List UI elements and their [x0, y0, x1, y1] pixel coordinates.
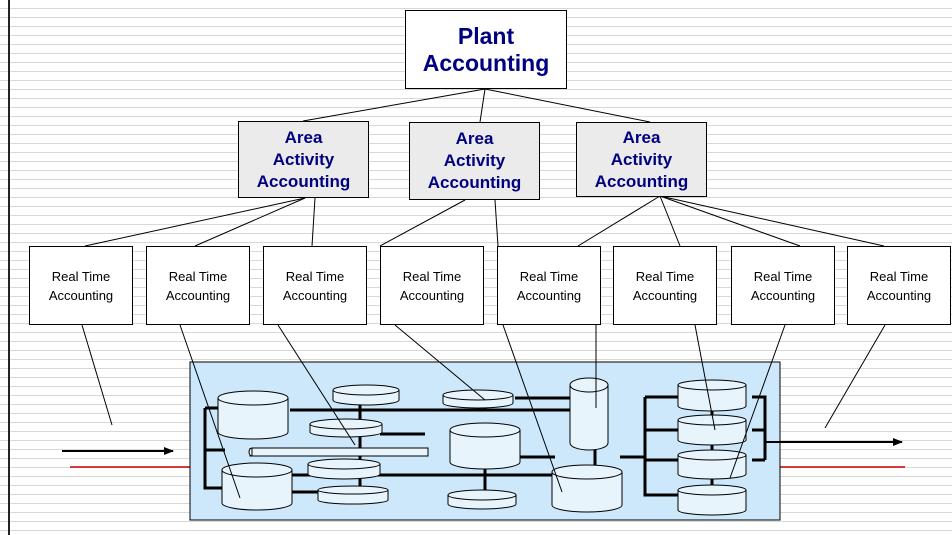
tank-tall-vertical	[569, 377, 609, 451]
real-time-box-6: Real Time Accounting	[613, 246, 717, 325]
real-time-label: Real Time Accounting	[516, 268, 582, 303]
real-time-label: Real Time Accounting	[399, 268, 465, 303]
real-time-label: Real Time Accounting	[165, 268, 231, 303]
real-time-label: Real Time Accounting	[750, 268, 816, 303]
plant-accounting-label: Plant Accounting	[422, 22, 550, 76]
area-activity-box-2: Area Activity Accounting	[409, 122, 540, 200]
pipe-right-bus	[643, 395, 767, 497]
connector-area3-rt7	[659, 195, 801, 247]
tank-long-horizontal	[248, 447, 429, 457]
measure-rt7	[729, 324, 786, 479]
measure-rt5	[502, 324, 563, 493]
real-time-box-3: Real Time Accounting	[263, 246, 367, 325]
connector-area1-rt3	[311, 197, 316, 247]
measure-rt2	[179, 324, 241, 499]
real-time-box-2: Real Time Accounting	[146, 246, 250, 325]
real-time-box-5: Real Time Accounting	[497, 246, 601, 325]
connector-plant-area-1	[302, 88, 486, 122]
connector-area1-rt1	[84, 197, 306, 247]
hierarchy-connectors	[84, 88, 885, 247]
tank-center-1	[309, 418, 383, 438]
connector-area3-rt8	[659, 195, 885, 247]
connector-plant-area-3	[484, 88, 651, 123]
measure-rt8	[824, 324, 886, 429]
area-activity-label: Area Activity Accounting	[427, 129, 522, 192]
tank-lower-left	[221, 462, 293, 511]
tank-center-3	[317, 485, 389, 505]
connector-area3-rt6	[659, 195, 681, 247]
measurement-connectors	[81, 324, 886, 499]
slide-frame-border	[8, 0, 10, 535]
tank-middle	[449, 422, 521, 470]
connector-area2-rt4	[379, 199, 466, 247]
real-time-box-1: Real Time Accounting	[29, 246, 133, 325]
real-time-label: Real Time Accounting	[632, 268, 698, 303]
tank-right-2	[677, 414, 747, 446]
measure-rt3	[277, 324, 356, 446]
area-activity-box-1: Area Activity Accounting	[238, 121, 369, 198]
tank-top-center	[332, 384, 400, 406]
measure-rt1	[81, 324, 113, 426]
tank-lower-middle	[447, 489, 517, 510]
real-time-label: Real Time Accounting	[282, 268, 348, 303]
tank-right-4	[677, 484, 747, 516]
real-time-box-7: Real Time Accounting	[731, 246, 835, 325]
tank-top-middle	[442, 389, 514, 409]
real-time-box-8: Real Time Accounting	[847, 246, 951, 325]
tank-lower-right	[551, 464, 623, 513]
tank-right-1	[677, 379, 747, 412]
area-activity-label: Area Activity Accounting	[256, 127, 351, 191]
process-tanks	[217, 377, 747, 516]
connector-plant-area-2	[479, 88, 486, 123]
area-activity-box-3: Area Activity Accounting	[576, 122, 707, 197]
tank-right-3	[677, 449, 747, 480]
real-time-label: Real Time Accounting	[48, 268, 114, 303]
area-activity-label: Area Activity Accounting	[594, 127, 689, 191]
plant-accounting-box: Plant Accounting	[405, 10, 567, 89]
tank-upper-left	[217, 390, 289, 440]
connector-area3-rt5	[577, 195, 661, 247]
connector-area1-rt2	[194, 197, 306, 247]
real-time-label: Real Time Accounting	[866, 268, 932, 303]
measure-rt4	[394, 324, 486, 401]
measure-rt6	[694, 324, 716, 431]
tank-center-2	[307, 458, 381, 480]
real-time-box-4: Real Time Accounting	[380, 246, 484, 325]
connector-area2-rt5	[494, 199, 499, 247]
